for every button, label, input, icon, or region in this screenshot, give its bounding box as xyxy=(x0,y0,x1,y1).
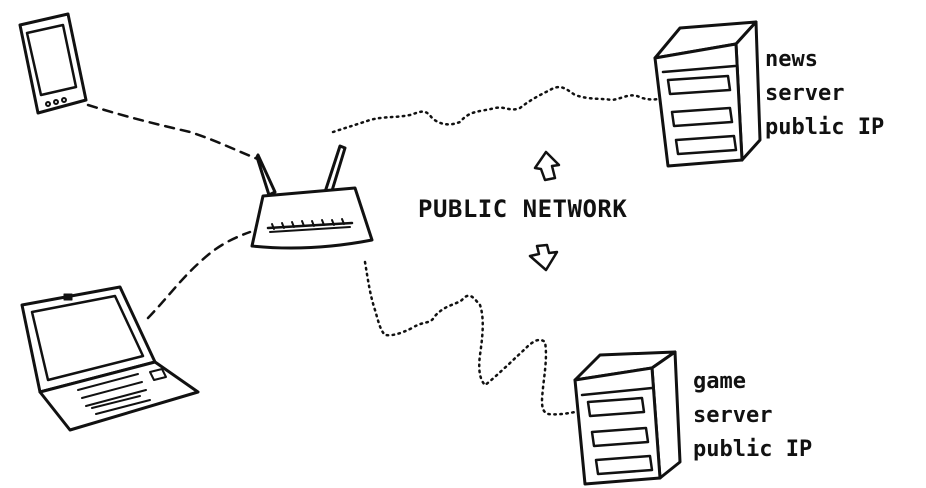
game-server-label: game server public IP xyxy=(693,365,812,467)
arrow-down-icon xyxy=(530,245,557,270)
news-server-label-line: public IP xyxy=(765,111,884,145)
game-server-icon xyxy=(575,352,680,484)
router-game-link xyxy=(365,262,575,414)
tablet-router-link xyxy=(88,105,260,160)
laptop-router-link xyxy=(148,232,250,318)
news-server-icon xyxy=(655,22,760,166)
public-network-label: PUBLIC NETWORK xyxy=(418,195,627,223)
game-server-label-line: server xyxy=(693,399,812,433)
laptop-icon xyxy=(22,287,198,430)
news-server-label: news server public IP xyxy=(765,43,884,145)
game-server-label-line: game xyxy=(693,365,812,399)
router-icon xyxy=(252,146,372,248)
game-server-label-line: public IP xyxy=(693,433,812,467)
router-news-link xyxy=(333,87,662,132)
news-server-label-line: news xyxy=(765,43,884,77)
news-server-label-line: server xyxy=(765,77,884,111)
arrow-up-icon xyxy=(535,152,559,180)
tablet-icon xyxy=(20,14,86,113)
